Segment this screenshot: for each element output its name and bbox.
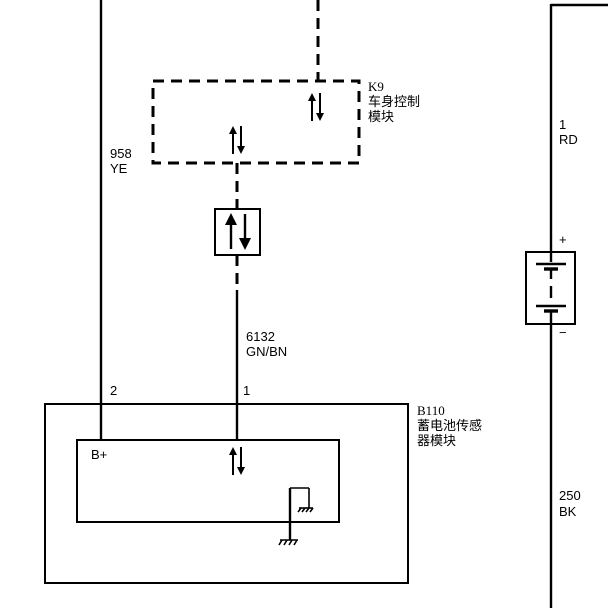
data-link-arrows-icon	[225, 213, 251, 250]
battery-icon	[536, 252, 566, 324]
wire-958-number: 958	[110, 146, 132, 161]
k9-name-line2: 模块	[368, 110, 394, 125]
k9-name-line1: 车身控制	[368, 94, 420, 110]
chassis-ground-icon	[278, 539, 298, 546]
b110-name-line1: 蓄电池传感	[417, 418, 482, 434]
battery-minus-label: −	[559, 325, 567, 340]
k9-module-box	[151, 79, 361, 165]
b110-module-box	[44, 403, 409, 584]
wire-250-color: BK	[559, 504, 577, 519]
k9-data-arrows-bottom-icon	[228, 125, 246, 155]
wire-6132-color: GN/BN	[246, 344, 287, 359]
b-plus-label: B+	[91, 447, 107, 462]
wire-1-color: RD	[559, 132, 578, 147]
wire-250-number: 250	[559, 488, 581, 503]
k9-id: K9	[368, 79, 384, 94]
pin-1-label: 1	[243, 383, 250, 398]
pin-2-label: 2	[110, 383, 117, 398]
b110-data-arrows-icon	[228, 446, 246, 476]
wire-1-number: 1	[559, 117, 566, 132]
b110-name-line2: 器模块	[417, 434, 456, 449]
k9-data-arrows-top-icon	[307, 92, 325, 122]
b110-id: B110	[417, 403, 445, 418]
wire-958-color: YE	[110, 161, 128, 176]
internal-ground-icon	[290, 487, 314, 513]
b110-inner-box	[76, 439, 340, 523]
wire-6132-number: 6132	[246, 329, 275, 344]
data-link-connector	[214, 208, 261, 256]
battery-plus-label: +	[559, 232, 567, 247]
